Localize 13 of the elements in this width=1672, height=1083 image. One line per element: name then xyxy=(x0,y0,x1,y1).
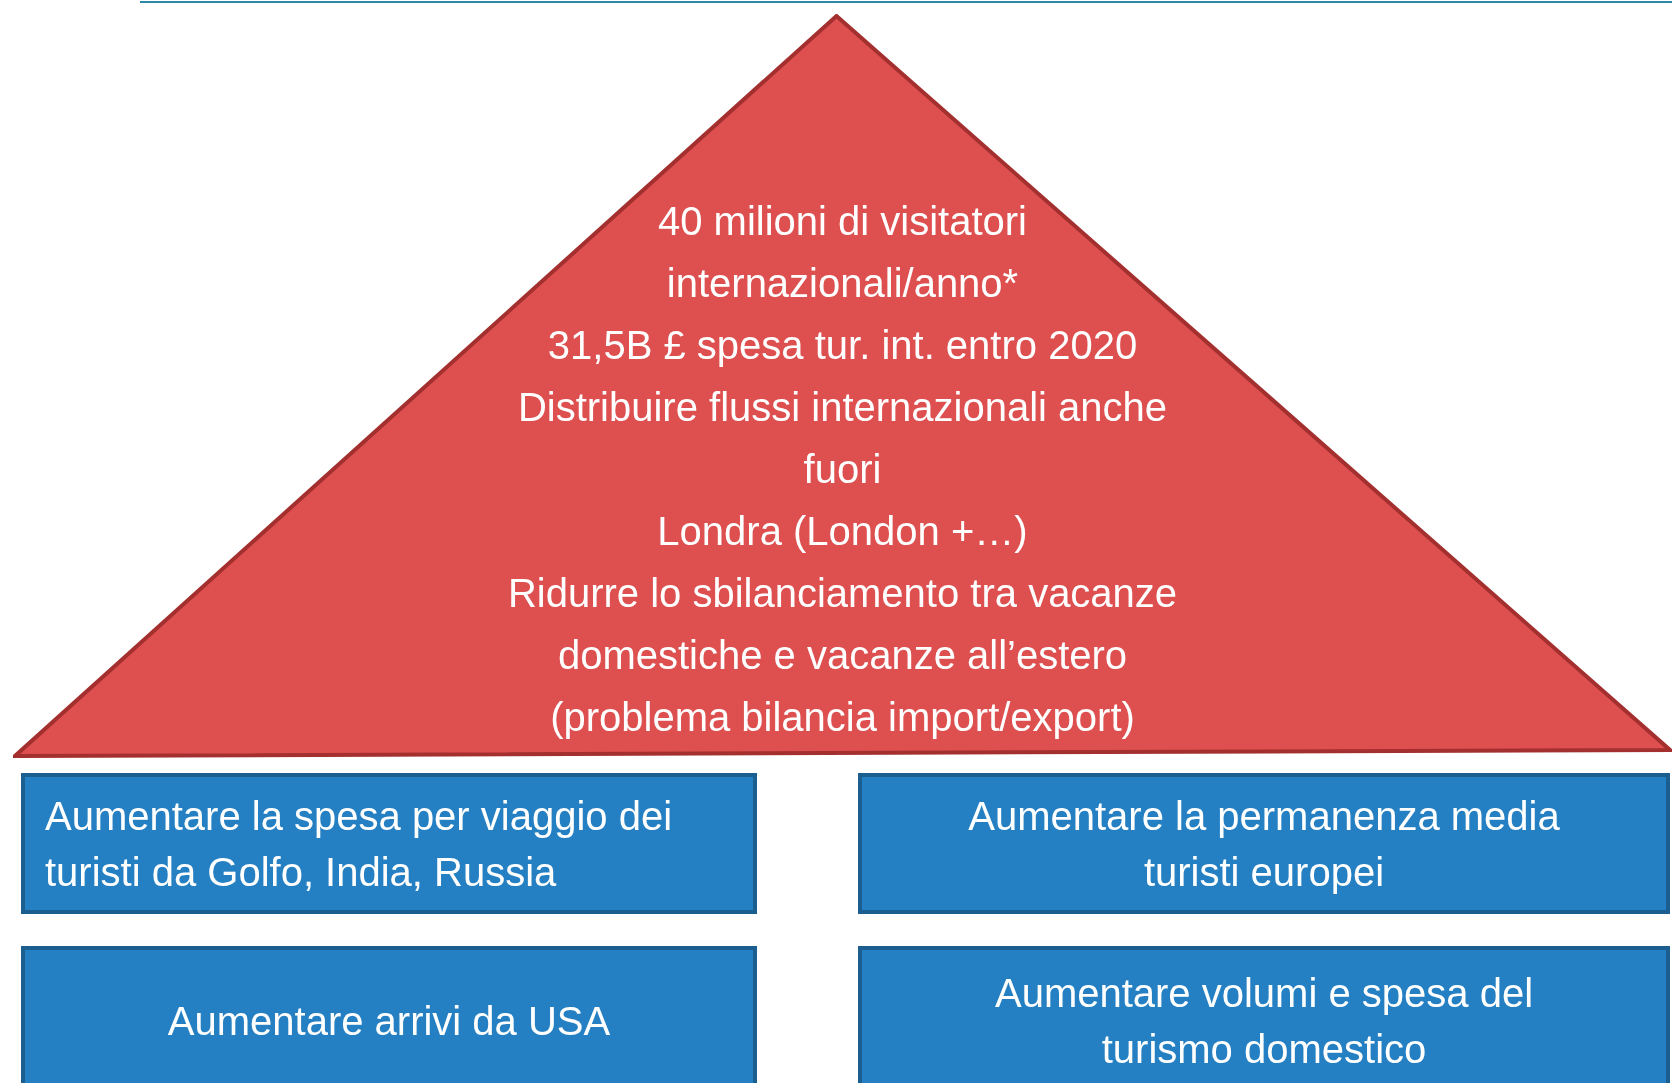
objective-box xyxy=(21,773,757,914)
goal-text: Distribuire flussi internazionali anche fuori xyxy=(517,384,1168,493)
objective-box xyxy=(858,946,1670,1083)
objective-text: Aumentare volumi e spesa del turismo domestico xyxy=(993,970,1535,1073)
goal-text: 31,5B £ spesa tur. int. entro 2020 xyxy=(547,322,1138,369)
goal-text: 40 milioni di visitatori internazionali/anno* xyxy=(657,198,1028,307)
objective-box xyxy=(21,946,757,1083)
objective-text: Aumentare la permanenza media turisti europei xyxy=(967,792,1561,896)
objective-text: Aumentare arrivi da USA xyxy=(167,998,611,1045)
objective-text: Aumentare la spesa per viaggio dei turisti da Golfo, India, Russia xyxy=(45,792,674,896)
goal-text: Londra (London +…) xyxy=(657,508,1028,555)
goal-text: Ridurre lo sbilanciamento tra vacanze domestiche e vacanze all’estero (problema bilancia import/export) xyxy=(506,570,1179,741)
objective-box xyxy=(858,773,1670,914)
